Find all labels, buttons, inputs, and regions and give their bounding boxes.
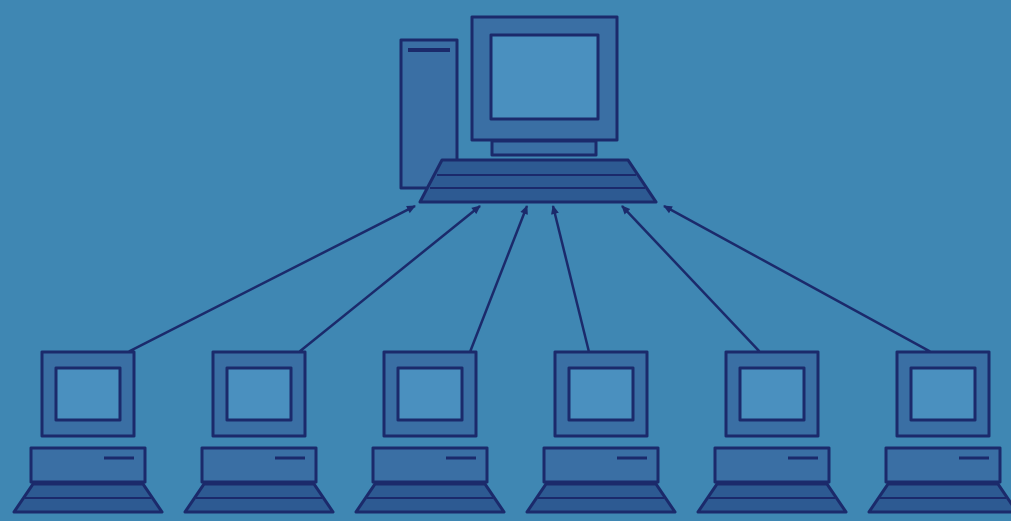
client-base-unit (373, 448, 487, 482)
client-base-unit (202, 448, 316, 482)
server-keyboard (420, 160, 656, 202)
client-base-unit (31, 448, 145, 482)
desktop-server-icon (401, 17, 656, 202)
server-monitor-stand (492, 141, 596, 155)
client-screen (56, 368, 120, 420)
server-screen (491, 35, 598, 119)
client-base-unit (544, 448, 658, 482)
client-screen (569, 368, 633, 420)
client-screen (398, 368, 462, 420)
client-screen (911, 368, 975, 420)
client-screen (740, 368, 804, 420)
client-base-unit (715, 448, 829, 482)
client-screen (227, 368, 291, 420)
client-base-unit (886, 448, 1000, 482)
